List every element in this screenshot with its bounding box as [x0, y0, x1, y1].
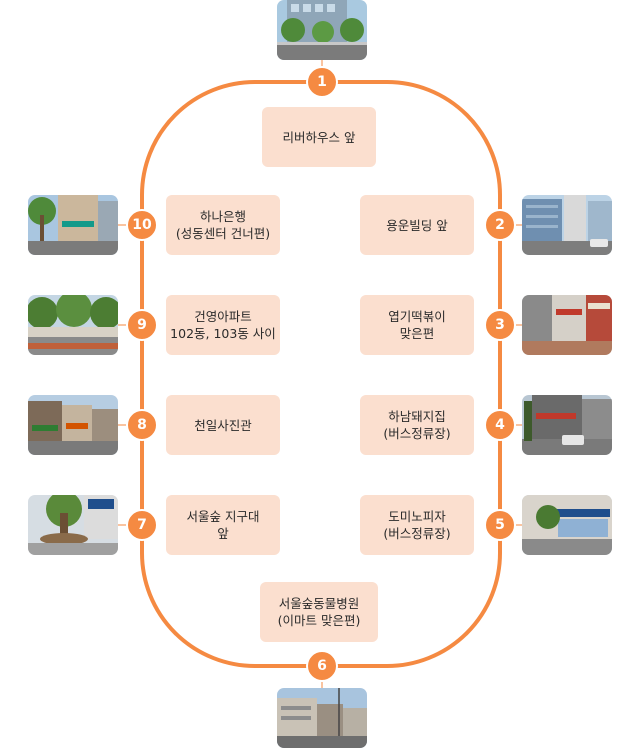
stop-label-8: 천일사진관	[166, 395, 280, 455]
stop-badge-8: 8	[126, 409, 158, 441]
stop-label-2: 용운빌딩 앞	[360, 195, 474, 255]
stop-badge-3: 3	[484, 309, 516, 341]
street-photo-10	[28, 195, 118, 255]
stop-badge-9: 9	[126, 309, 158, 341]
street-photo-4	[522, 395, 612, 455]
street-photo-9	[28, 295, 118, 355]
stop-label-1: 리버하우스 앞	[262, 107, 376, 167]
street-photo-3	[522, 295, 612, 355]
stop-label-4: 하남돼지집 (버스정류장)	[360, 395, 474, 455]
street-photo-2	[522, 195, 612, 255]
route-line	[140, 80, 502, 668]
stop-label-3: 엽기떡볶이 맞은편	[360, 295, 474, 355]
stop-badge-1: 1	[306, 66, 338, 98]
street-photo-8	[28, 395, 118, 455]
stop-label-9: 건영아파트 102동, 103동 사이	[166, 295, 280, 355]
stop-badge-6: 6	[306, 650, 338, 682]
stop-badge-5: 5	[484, 509, 516, 541]
stop-badge-10: 10	[126, 209, 158, 241]
stop-label-10: 하나은행 (성동센터 건너편)	[166, 195, 280, 255]
stop-badge-7: 7	[126, 509, 158, 541]
street-photo-1	[277, 0, 367, 60]
stop-badge-2: 2	[484, 209, 516, 241]
street-photo-5	[522, 495, 612, 555]
street-photo-6	[277, 688, 367, 748]
street-photo-7	[28, 495, 118, 555]
stop-badge-4: 4	[484, 409, 516, 441]
stop-label-5: 도미노피자 (버스정류장)	[360, 495, 474, 555]
stop-label-7: 서울숲 지구대 앞	[166, 495, 280, 555]
stop-label-6: 서울숲동물병원 (이마트 맞은편)	[260, 582, 378, 642]
